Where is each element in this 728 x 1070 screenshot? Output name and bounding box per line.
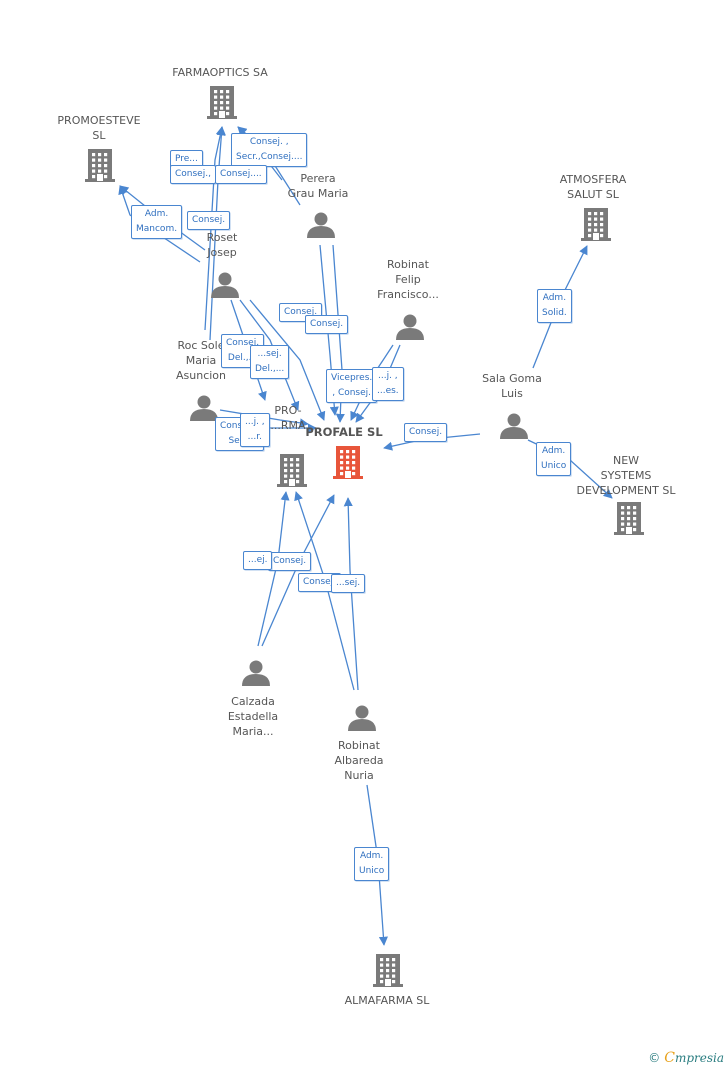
node-label-perera[interactable]: Perera Grau Maria — [287, 172, 349, 200]
person-icon[interactable] — [190, 395, 218, 422]
relation-label[interactable]: Consej. — [305, 315, 349, 334]
node-label-promoesteve[interactable]: PROMOESTEVE SL — [57, 114, 141, 142]
node-label-rocsole[interactable]: Roc Sole Maria Asuncion — [175, 339, 227, 382]
node-label-newsystems[interactable]: NEW SYSTEMS DEVELOPMENT SL — [576, 454, 676, 497]
node-label-farmaoptics[interactable]: FARMAOPTICS SA — [172, 66, 268, 79]
node-label-calzada[interactable]: Calzada Estadella Maria... — [227, 695, 279, 738]
relation-label[interactable]: Consej.... — [215, 165, 267, 184]
relation-label[interactable]: Vicepres. , Consej. — [326, 369, 378, 403]
relation-label[interactable]: Consej. — [404, 423, 448, 442]
relation-label[interactable]: Consej. — [187, 211, 231, 230]
node-label-almafarma[interactable]: ALMAFARMA SL — [344, 994, 430, 1007]
relation-label[interactable]: Consej. , Secr.,Consej.... — [231, 133, 308, 167]
brand-initial: C — [664, 1050, 675, 1066]
relation-label[interactable]: Adm. Unico — [536, 442, 572, 476]
relation-edge — [118, 185, 201, 263]
relation-label[interactable]: Adm. Unico — [354, 847, 390, 881]
relation-label[interactable]: ...sej. Del.,... — [250, 345, 290, 379]
person-icon[interactable] — [396, 314, 424, 341]
node-label-robinatfelip[interactable]: Robinat Felip Francisco... — [377, 258, 439, 301]
node-label-profale[interactable]: PROFALE SL — [305, 425, 383, 439]
company-icon[interactable] — [614, 502, 644, 535]
person-icon[interactable] — [348, 705, 376, 732]
relation-label[interactable]: ...j. , ...r. — [240, 413, 270, 447]
relation-label[interactable]: Consej. — [268, 552, 312, 571]
main-company-icon[interactable] — [333, 446, 363, 479]
node-label-proxfarma[interactable]: PRO- ...RMA — [270, 404, 306, 432]
relation-label[interactable]: ...ej. — [243, 551, 273, 570]
copyright-symbol: © — [648, 1051, 661, 1065]
relation-edge — [204, 126, 225, 331]
relation-label[interactable]: ...sej. — [331, 574, 366, 593]
company-icon[interactable] — [277, 454, 307, 487]
person-icon[interactable] — [242, 660, 270, 687]
brand-name: mpresia — [674, 1051, 724, 1065]
person-icon[interactable] — [307, 212, 335, 239]
relation-label[interactable]: ...j. , ...es. — [372, 367, 404, 401]
relation-edge — [239, 299, 300, 411]
relation-edge — [343, 497, 359, 691]
relation-label[interactable]: Consej., — [170, 165, 216, 184]
relation-label[interactable]: Adm. Solid. — [537, 289, 572, 323]
person-icon[interactable] — [500, 413, 528, 440]
node-label-robinatalbareda[interactable]: Robinat Albareda Nuria — [334, 739, 384, 782]
company-icon[interactable] — [373, 954, 403, 987]
node-label-atmosfera[interactable]: ATMOSFERA SALUT SL — [559, 173, 627, 201]
relation-edge — [249, 299, 326, 421]
node-label-roset[interactable]: Roset Josep — [206, 231, 238, 259]
person-icon[interactable] — [211, 272, 239, 299]
relation-label[interactable]: Adm. Mancom. — [131, 205, 183, 239]
node-label-salagoma[interactable]: Sala Goma Luis — [482, 372, 542, 400]
company-icon[interactable] — [207, 86, 237, 119]
company-icon[interactable] — [581, 208, 611, 241]
brand-footer: ©Cmpresia — [648, 1050, 724, 1066]
company-icon[interactable] — [85, 149, 115, 182]
